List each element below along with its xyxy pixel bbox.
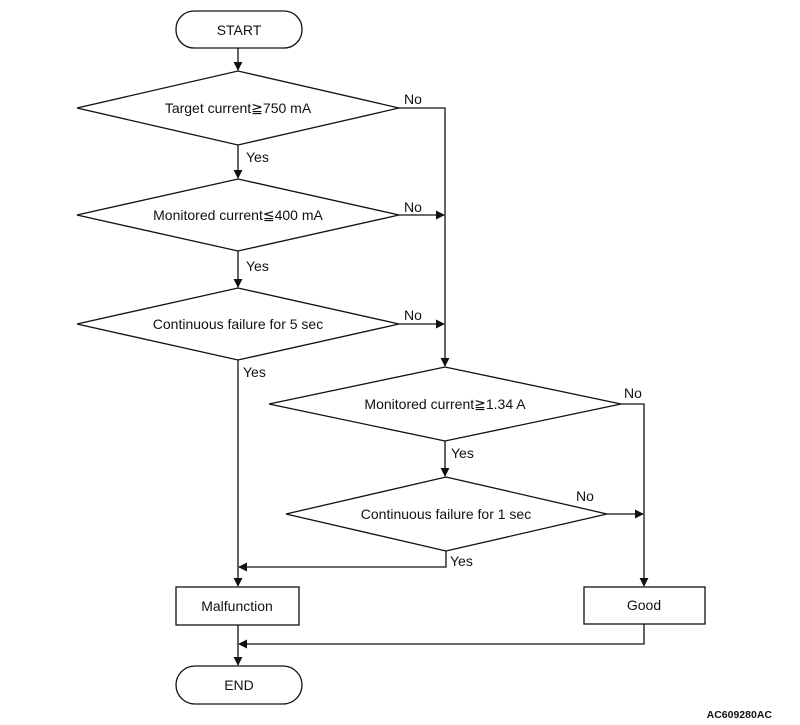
label-no-d4: No [624,385,642,401]
decision-monitored-current-low-label: Monitored current≦400 mA [153,207,323,223]
end-terminal: END [175,665,303,705]
good-label: Good [627,597,661,613]
decision-failure-5-sec-label: Continuous failure for 5 sec [153,316,323,332]
label-yes-d5: Yes [450,553,473,569]
label-no-d2: No [404,199,422,215]
decision-failure-5-sec: Continuous failure for 5 sec [76,287,400,361]
arrow-d5-yes [238,551,447,572]
arrow-d4-no [621,403,649,587]
label-yes-d1: Yes [246,149,269,165]
decision-target-current: Target current≧750 mA [76,70,400,146]
decision-failure-1-sec: Continuous failure for 1 sec [285,476,608,552]
label-yes-d2: Yes [246,258,269,274]
start-label: START [217,22,262,38]
arrow-d1-no [399,107,450,367]
arrow-good-to-end [238,624,645,649]
start-terminal: START [175,10,303,49]
figure-code: AC609280AC [707,709,773,721]
label-no-d1: No [404,91,422,107]
label-no-d3: No [404,307,422,323]
label-yes-d3: Yes [243,364,266,380]
malfunction-box: Malfunction [175,586,300,626]
good-box: Good [583,586,706,625]
decision-target-current-label: Target current≧750 mA [165,100,312,116]
decision-failure-1-sec-label: Continuous failure for 1 sec [361,506,531,522]
malfunction-label: Malfunction [201,598,273,614]
decision-monitored-current-high-label: Monitored current≧1.34 A [364,396,526,412]
label-no-d5: No [576,488,594,504]
end-label: END [224,677,254,693]
decision-monitored-current-high: Monitored current≧1.34 A [268,366,622,442]
decision-monitored-current-low: Monitored current≦400 mA [76,178,400,252]
label-yes-d4: Yes [451,445,474,461]
